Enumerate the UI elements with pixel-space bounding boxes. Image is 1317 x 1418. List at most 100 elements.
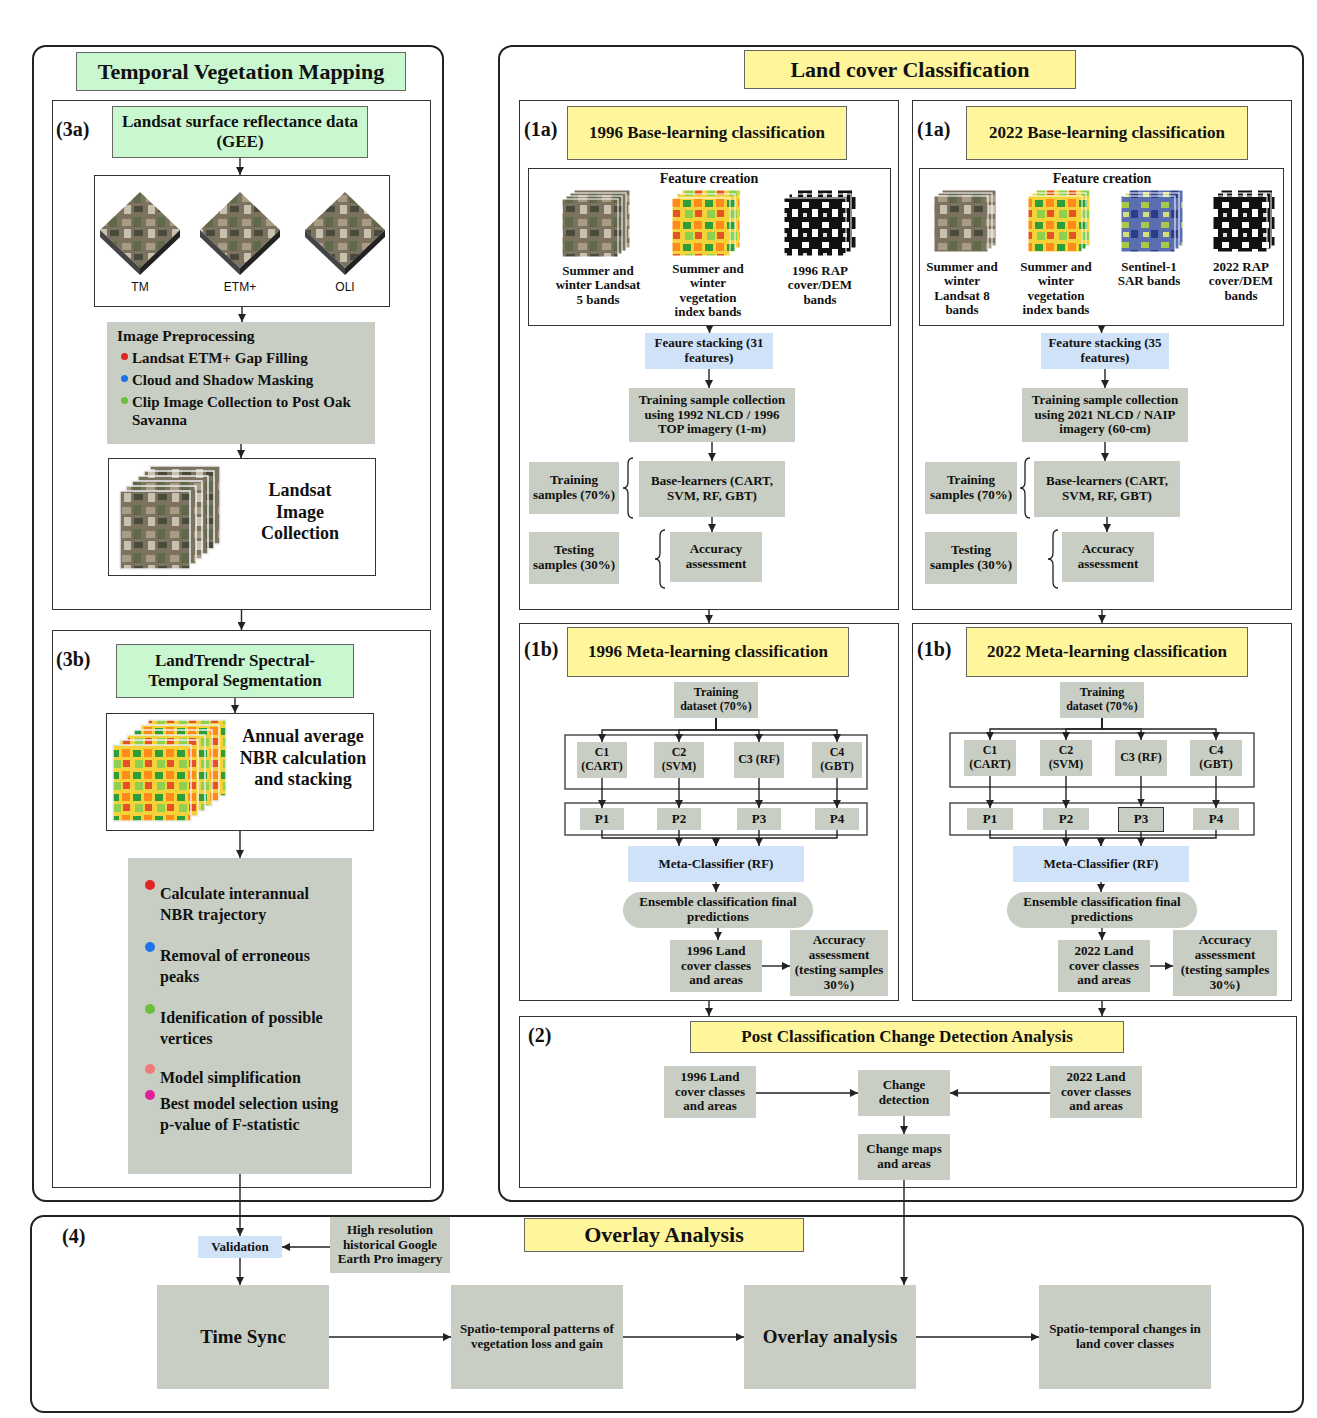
process-box: Image PreprocessingLandsat ETM+ Gap Fill…: [107, 322, 375, 444]
scene-tile: [200, 192, 280, 268]
label-text: Time Sync: [160, 1326, 326, 1348]
arrow-connector: [239, 158, 240, 175]
label-text: C2 (SVM): [657, 746, 701, 774]
arrow-connector: [711, 442, 712, 461]
scene-side: [100, 230, 140, 275]
process-box: Spatio-temporal patterns of vegetation l…: [451, 1285, 623, 1389]
label-text: 2022 Land cover classes and areas: [1053, 1070, 1139, 1115]
label-text: P3: [1122, 812, 1160, 827]
arrow-connector: [1140, 776, 1141, 807]
process-box: P1: [580, 808, 624, 830]
process-box: Accuracy assessment: [670, 532, 762, 582]
process-box: P2: [1043, 808, 1089, 830]
arrow-connector: [678, 778, 679, 808]
arrow-connector: [239, 1174, 240, 1236]
label-text: 1996 RAP cover/DEM bands: [775, 264, 865, 307]
arrow-connector: [1065, 830, 1066, 846]
label-text: Feature stacking (35 features): [1044, 336, 1166, 366]
label-text: Best model selection using p-value of F-…: [160, 1094, 345, 1136]
process-box: Training dataset (70%): [674, 682, 758, 718]
label-text: Landsat ETM+ Gap Filling: [132, 349, 367, 367]
arrow-connector: [709, 326, 710, 333]
label-text: Accuracy assessment: [673, 542, 759, 572]
label-text: Base-learners (CART, SVM, RF, GBT): [642, 474, 782, 504]
label-text: Feaure stacking (31 features): [648, 336, 770, 366]
arrow-connector: [623, 1336, 744, 1337]
label-text: Temporal Vegetation Mapping: [76, 52, 406, 91]
scene-tile: [100, 192, 180, 268]
arrow-connector: [241, 307, 242, 322]
arrow-connector: [1100, 882, 1101, 892]
process-box: 2022 Land cover classes and areas: [1058, 940, 1150, 992]
scene-side: [345, 230, 385, 275]
subsection-panel: (1a)1996 Base-learning classificationFea…: [519, 100, 899, 610]
thumb-layer: [1028, 196, 1082, 252]
terminal-pill: Ensemble classification final prediction…: [1007, 892, 1197, 928]
label-text: (1b): [524, 638, 568, 661]
row-outline: [950, 733, 1254, 787]
arrow-connector: [1150, 965, 1173, 966]
arrow-connector: [708, 1001, 709, 1016]
section-panel: (4)Overlay AnalysisValidationHigh resolu…: [30, 1215, 1304, 1413]
figure-box: Annual average NBR calculation and stack…: [106, 713, 374, 831]
label-text: P4: [1196, 812, 1236, 827]
label-text: Training samples (70%): [532, 473, 616, 503]
arrow-connector: [758, 778, 759, 808]
stack-layer: [120, 491, 190, 569]
process-box: 2022 Land cover classes and areas: [1050, 1066, 1142, 1118]
process-box: Training samples (70%): [925, 462, 1017, 514]
subsection-panel: (3a)Landsat surface reflectance data (GE…: [52, 100, 431, 610]
highlight-box: Meta-Classifier (RF): [1013, 846, 1189, 882]
heading-box: 2022 Base-learning classification: [966, 106, 1248, 160]
arrow-connector: [715, 882, 716, 892]
process-box: 1996 Land cover classes and areas: [670, 940, 762, 992]
arrow-connector: [756, 1092, 858, 1093]
curly-brace: [623, 458, 633, 518]
highlight-box: Feature stacking (35 features): [1041, 333, 1169, 369]
label-text: High resolution historical Google Earth …: [333, 1223, 447, 1268]
label-text: LandTrendr Spectral-Temporal Segmentatio…: [120, 651, 350, 690]
label-text: (4): [62, 1225, 102, 1248]
label-text: (2): [528, 1024, 568, 1047]
label-text: 1996 Land cover classes and areas: [673, 944, 759, 989]
label-text: 2022 Land cover classes and areas: [1061, 944, 1147, 989]
label-text: Summer and winter vegetation index bands: [1015, 260, 1097, 317]
arrow-connector: [1140, 832, 1141, 847]
label-text: Training sample collection using 2021 NL…: [1025, 393, 1185, 438]
classifier-rows: [565, 733, 1254, 835]
label-text: (1a): [524, 118, 568, 141]
label-text: 1996 Base-learning classification: [571, 123, 843, 143]
label-text: Feature creation: [992, 171, 1212, 187]
highlight-box: Meta-Classifier (RF): [628, 846, 804, 882]
thumb-layer: [1121, 196, 1175, 252]
arrow-connector: [1066, 718, 1102, 740]
label-text: Spatio-temporal patterns of vegetation l…: [454, 1322, 620, 1352]
process-box: Training dataset (70%): [1060, 682, 1144, 718]
arrow-connector: [990, 830, 1101, 846]
label-text: Ensemble classification final prediction…: [626, 895, 810, 925]
label-text: Land cover Classification: [744, 50, 1076, 89]
braces: [623, 458, 1058, 588]
thumb-layer: [672, 198, 730, 256]
arrow-connector: [711, 517, 712, 532]
arrow-connector: [903, 1180, 904, 1285]
heading-box: Landsat surface reflectance data (GEE): [112, 106, 368, 158]
scene-side: [140, 230, 180, 275]
process-box: C1 (CART): [964, 740, 1016, 776]
label-text: Training samples (70%): [928, 473, 1014, 503]
arrow-connector: [1101, 830, 1216, 846]
arrow-connector: [989, 776, 990, 808]
label-text: 1996 Land cover classes and areas: [667, 1070, 753, 1115]
row-outline: [950, 803, 1254, 835]
label-text: 2022 Meta-learning classification: [970, 642, 1244, 662]
process-box: Training sample collection using 1992 NL…: [629, 388, 795, 442]
label-text: P4: [818, 812, 856, 827]
process-box: P4: [1193, 808, 1239, 830]
arrow-connector: [678, 830, 679, 846]
arrow-connector: [240, 444, 241, 458]
process-box: Calculate interannual NBR trajectoryRemo…: [128, 858, 352, 1174]
label-text: C4 (GBT): [1193, 744, 1239, 772]
curly-brace: [1020, 458, 1030, 518]
process-box: Testing samples (30%): [925, 532, 1017, 584]
label-text: Overlay analysis: [747, 1326, 913, 1348]
